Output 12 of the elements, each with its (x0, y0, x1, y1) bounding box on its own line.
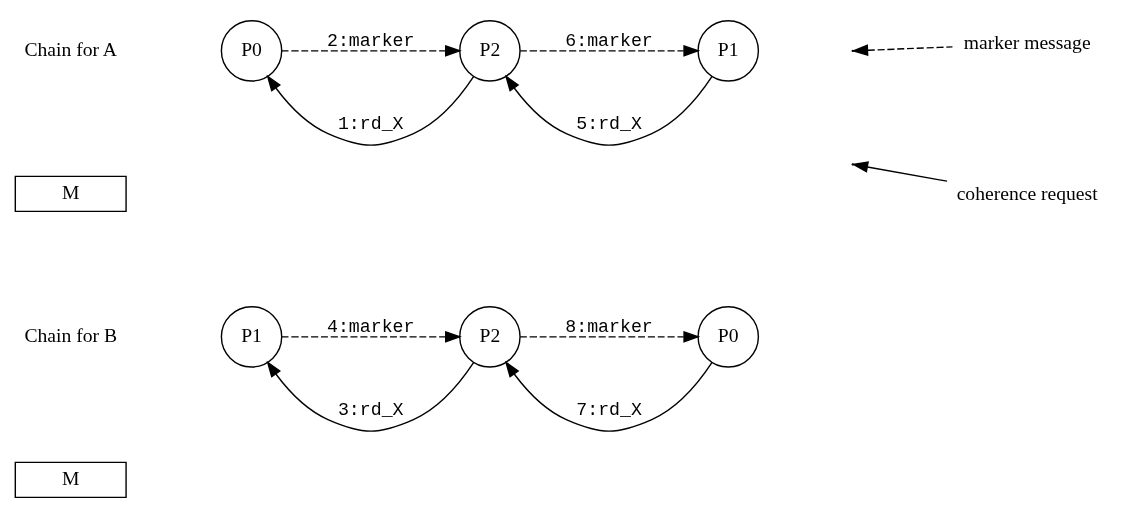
edge-label: 5:rd_X (576, 113, 642, 134)
legend-label: marker message (963, 31, 1091, 53)
label: Chain for B (24, 324, 117, 346)
edge-label: 3:rd_X (337, 399, 404, 420)
edge-label: 7:rd_X (576, 399, 642, 420)
legend-label: coherence request (956, 182, 1098, 204)
edge-label: 4:marker (326, 316, 415, 337)
edge-label: 2:marker (326, 30, 415, 51)
edge-label: 8:marker (565, 316, 653, 337)
label: Chain for A (24, 38, 117, 60)
edge-label: 6:marker (565, 30, 653, 51)
edge-label: 1:rd_X (337, 113, 404, 134)
